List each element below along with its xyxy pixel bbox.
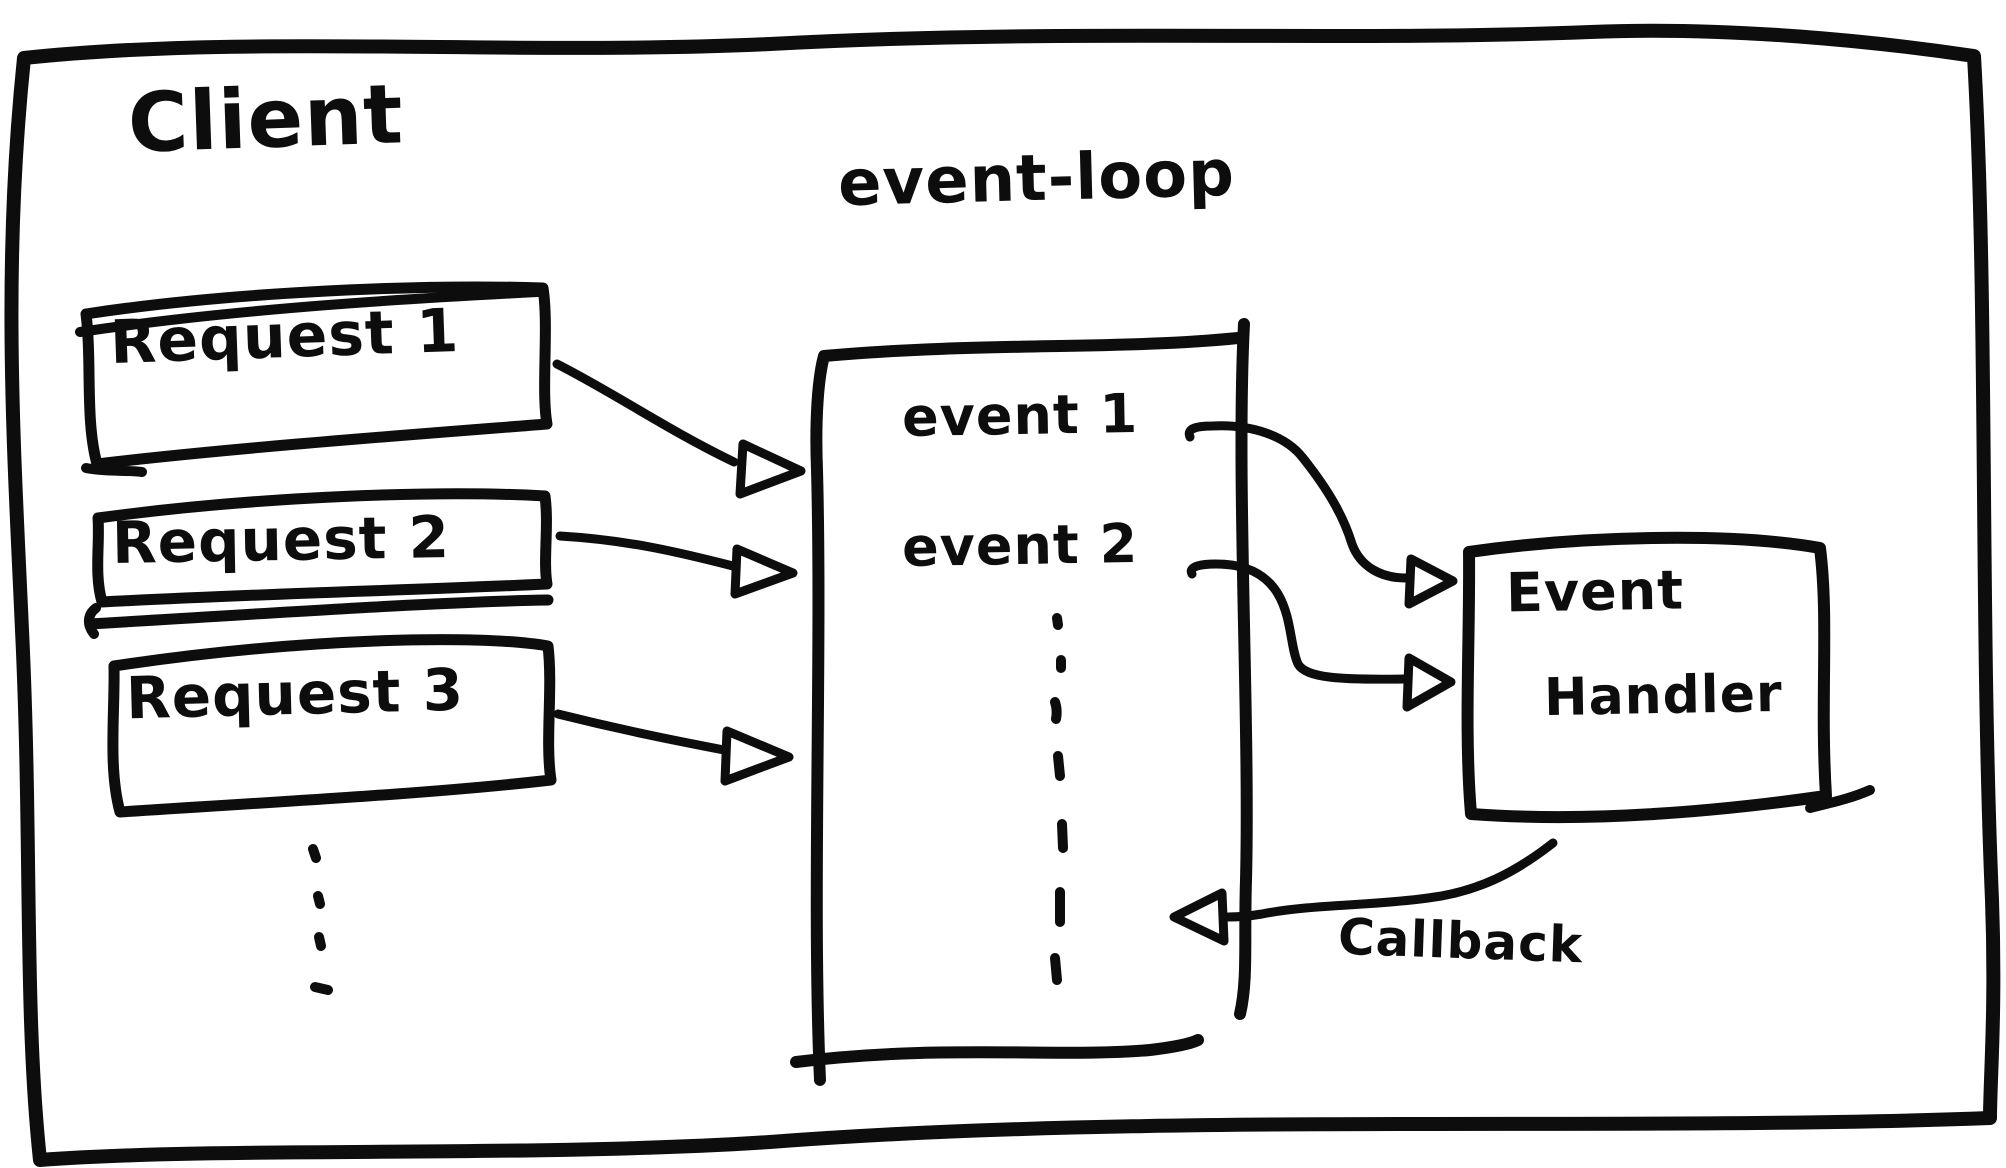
request-2-box	[92, 488, 553, 608]
event-1-arrow	[1184, 421, 1411, 583]
requests-ellipsis-dots	[308, 844, 333, 995]
event-2-arrowhead-icon	[1402, 653, 1456, 712]
request-3-arrow	[553, 709, 729, 755]
request-3-label: Request 3	[125, 655, 465, 733]
event-1-arrowhead-icon	[1404, 554, 1458, 609]
event-handler-label-line1: Event	[1505, 558, 1685, 625]
client-frame-border	[4, 23, 2001, 1167]
request-1-arrowhead-icon	[735, 439, 806, 499]
event-loop-box-left-top	[810, 332, 1244, 1086]
request-1-arrow	[552, 359, 739, 467]
event-loop-label: event-loop	[837, 136, 1236, 222]
request-3-box	[107, 634, 557, 818]
event-1-label: event 1	[901, 381, 1139, 450]
request-1-label: Request 1	[108, 295, 461, 379]
event-2-label: event 2	[901, 511, 1139, 580]
event-handler-box-tail	[1805, 785, 1875, 813]
client-label: Client	[126, 67, 406, 172]
event-handler-box	[1461, 531, 1832, 824]
event-loop-box-bottom	[790, 1034, 1204, 1068]
event-2-arrow	[1186, 559, 1409, 684]
request-1-box-tail	[81, 463, 147, 477]
request-1-box	[80, 281, 553, 470]
request-2-arrow	[555, 531, 738, 571]
request-2-arrowhead-icon	[730, 544, 798, 599]
request-1-box-double-stroke	[75, 287, 543, 337]
request-3-arrowhead-icon	[720, 726, 794, 786]
callback-arrow	[1223, 838, 1558, 922]
event-loop-box-right	[1234, 318, 1253, 1020]
callback-arrowhead-icon	[1169, 888, 1229, 946]
request-2-box-underline-hook	[84, 603, 101, 639]
event-queue-ellipsis-dashes	[1050, 613, 1068, 985]
request-2-box-underline	[84, 594, 554, 630]
callback-label: Callback	[1337, 907, 1585, 975]
event-handler-label-line2: Handler	[1543, 663, 1784, 729]
request-2-label: Request 2	[111, 503, 451, 577]
